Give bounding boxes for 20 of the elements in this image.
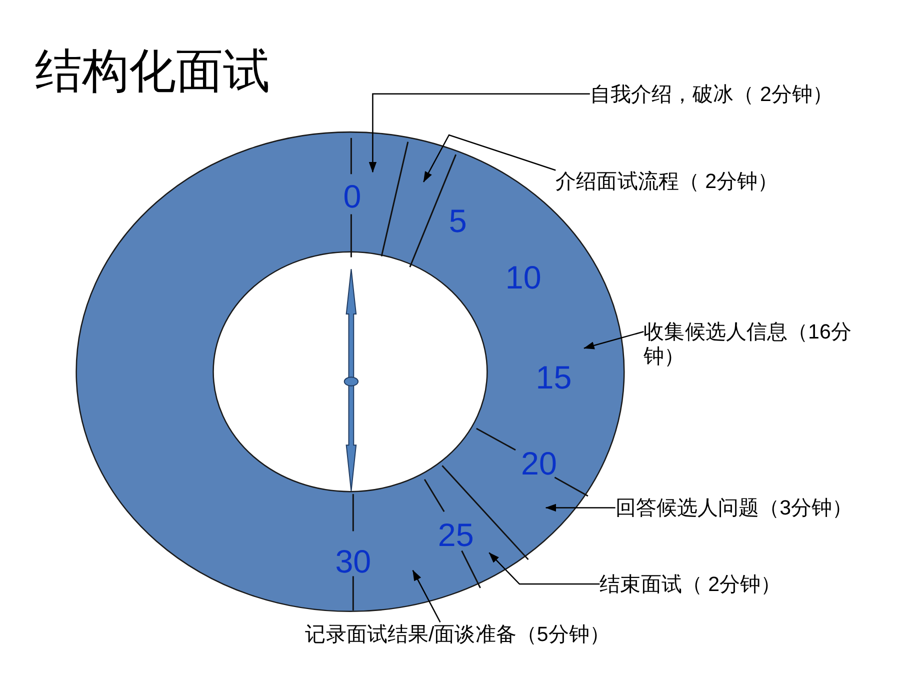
dial-number: 15 bbox=[536, 360, 572, 394]
leader-line bbox=[488, 552, 600, 585]
leader-line bbox=[423, 134, 556, 182]
callout-text: 记录面试结果/面谈准备（5分钟） bbox=[305, 622, 610, 647]
dial-number: 10 bbox=[505, 261, 542, 294]
leader-line bbox=[412, 570, 441, 622]
dial-number: 30 bbox=[335, 544, 372, 578]
leader-line bbox=[368, 93, 590, 173]
callout-text: 结束面试（ 2分钟） bbox=[600, 572, 782, 597]
leader-line bbox=[584, 331, 644, 350]
leader-line bbox=[545, 504, 616, 512]
dial-number: 5 bbox=[448, 204, 467, 238]
callout-text: 回答候选人问题（3分钟） bbox=[615, 496, 853, 520]
dial-number: 25 bbox=[438, 518, 474, 552]
dial-number: 20 bbox=[521, 447, 557, 480]
callout-text: 介绍面试流程（ 2分钟） bbox=[556, 169, 778, 194]
dial-number: 0 bbox=[343, 180, 362, 214]
callout-text: 自我介绍，破冰（ 2分钟） bbox=[590, 82, 833, 107]
callout-text: 收集候选人信息（16分钟） bbox=[644, 320, 867, 369]
title: 结构化面试 bbox=[35, 45, 270, 100]
